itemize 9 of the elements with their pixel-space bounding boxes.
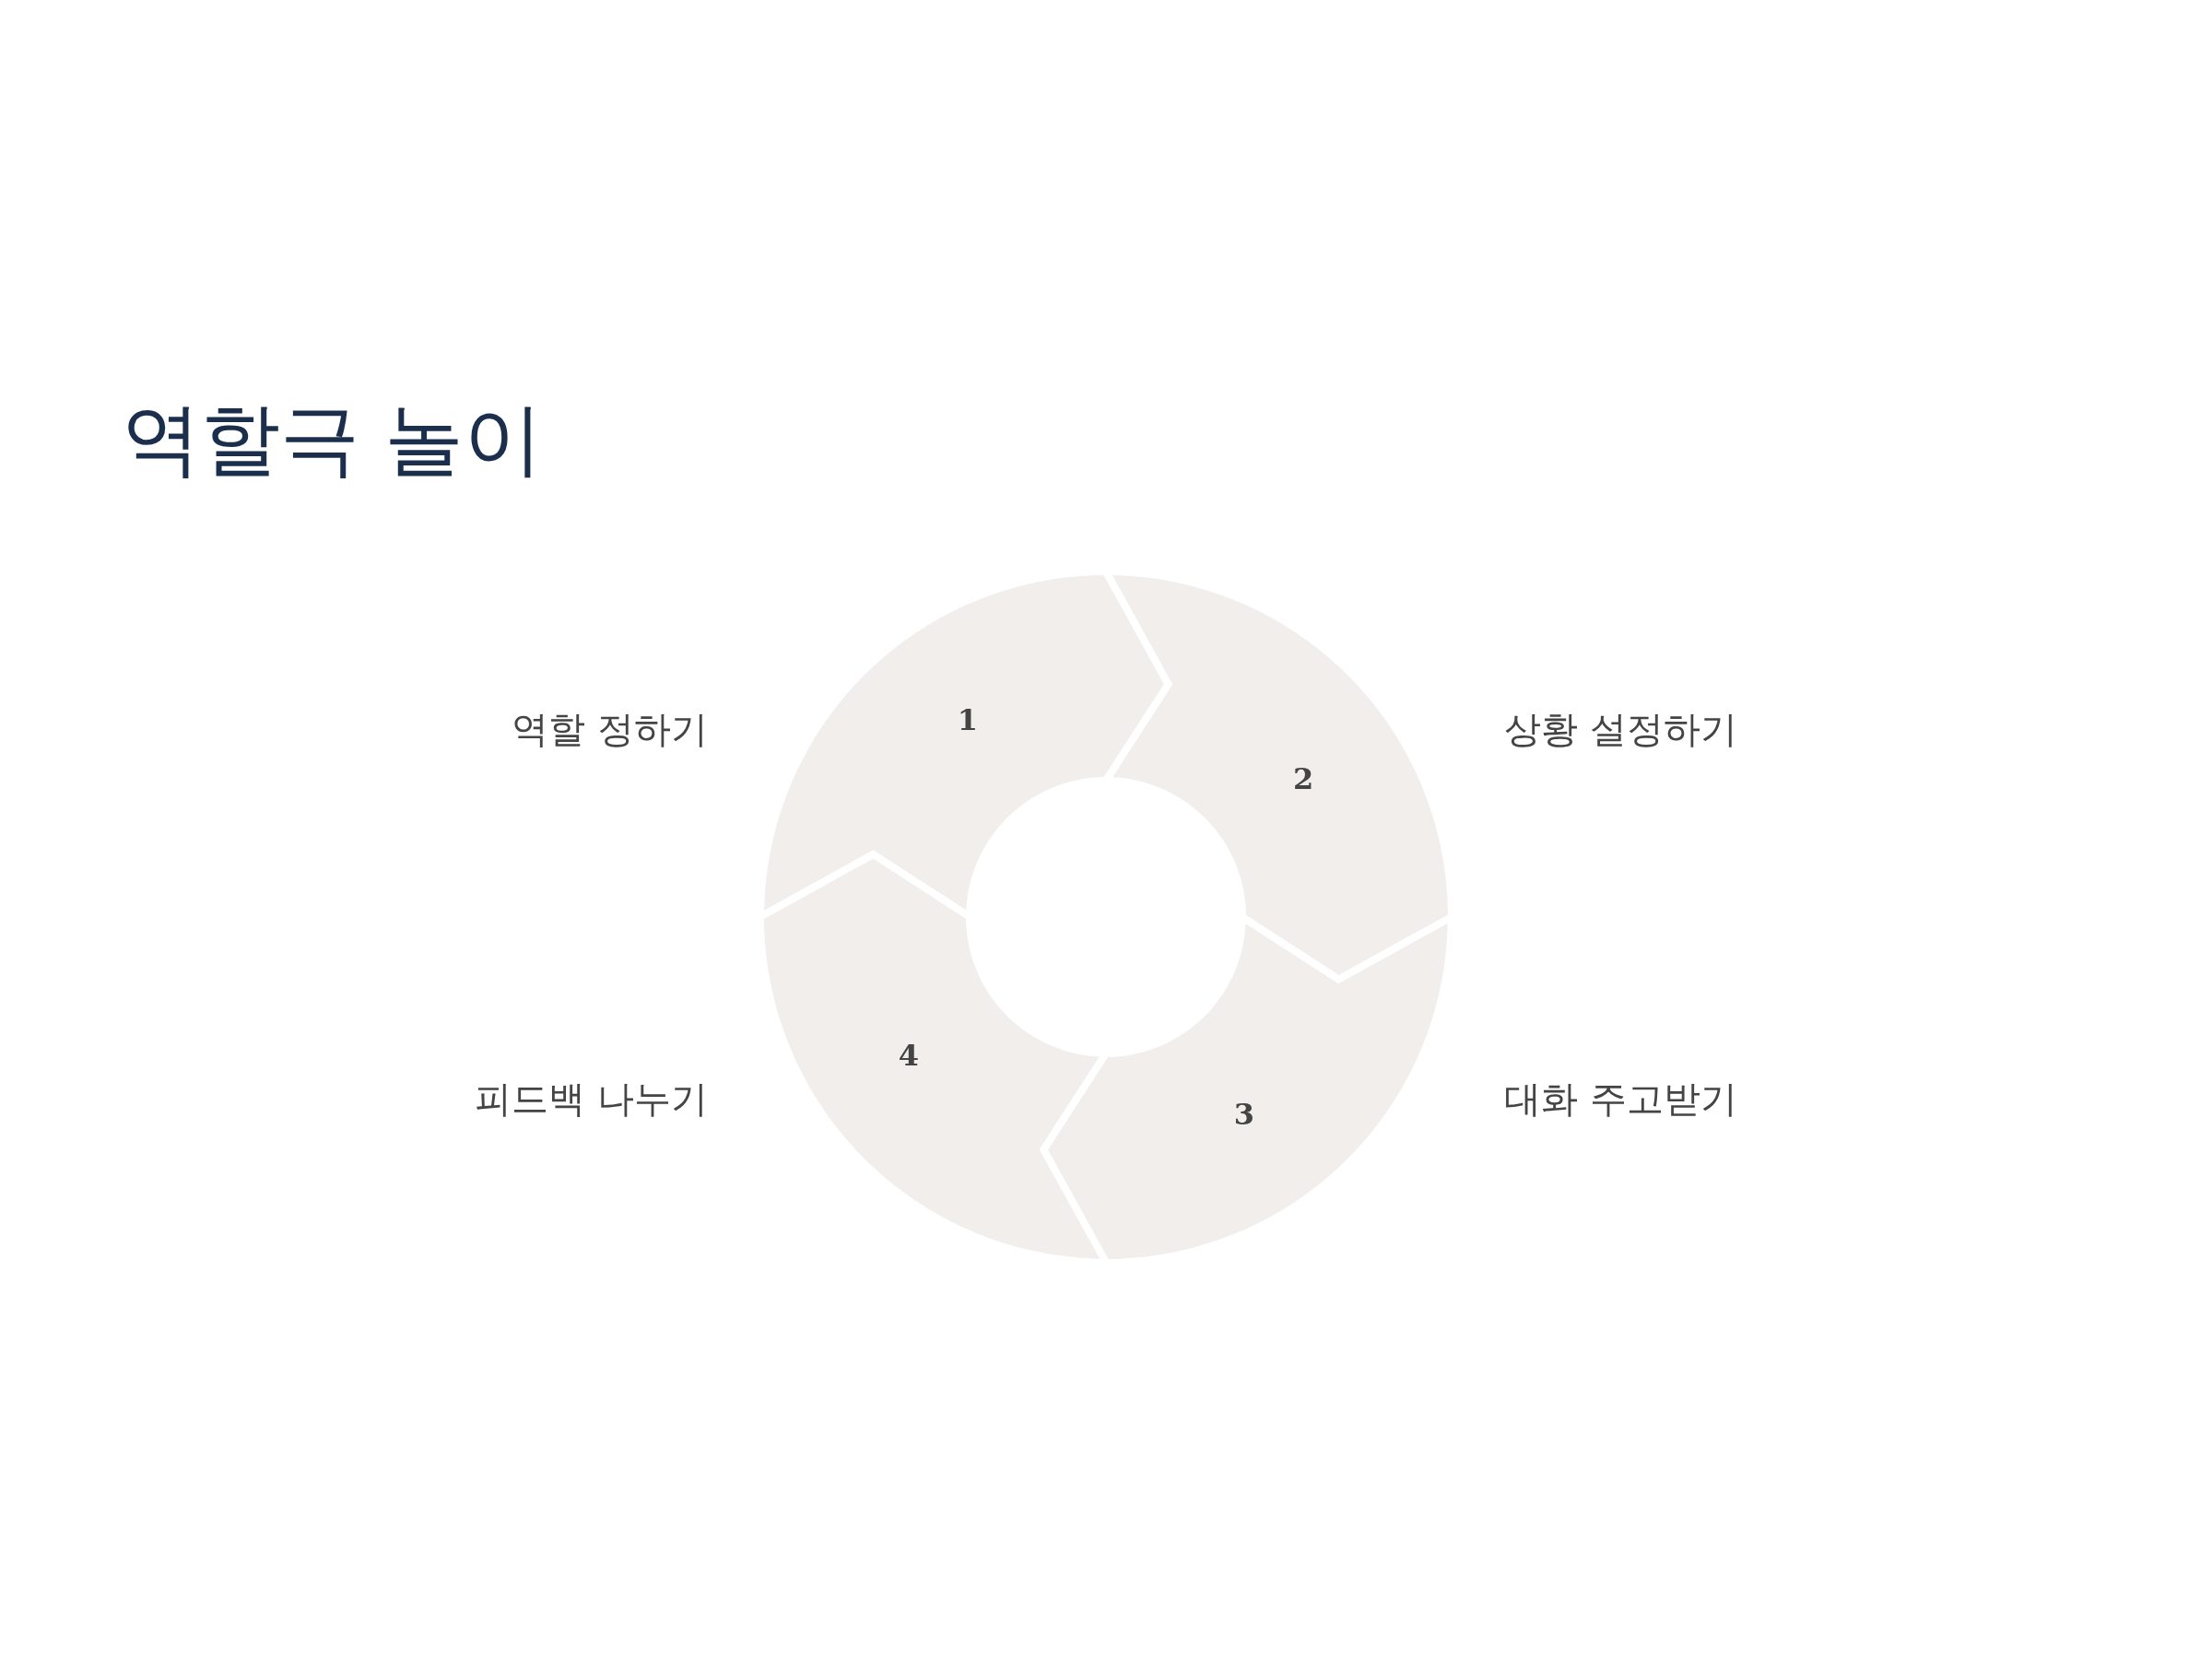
title: 역할극 놀이 bbox=[122, 392, 544, 487]
step-number: 3 bbox=[1233, 1097, 1255, 1133]
step-label: 역할 정하기 bbox=[512, 706, 708, 752]
step-number: 2 bbox=[1293, 761, 1314, 796]
step-number: 1 bbox=[957, 701, 979, 737]
step-number: 4 bbox=[898, 1037, 919, 1073]
step-label: 피드백 나누기 bbox=[475, 1076, 708, 1122]
step-label: 상황 설정하기 bbox=[1504, 706, 1737, 752]
step-label: 대화 주고받기 bbox=[1504, 1076, 1737, 1122]
